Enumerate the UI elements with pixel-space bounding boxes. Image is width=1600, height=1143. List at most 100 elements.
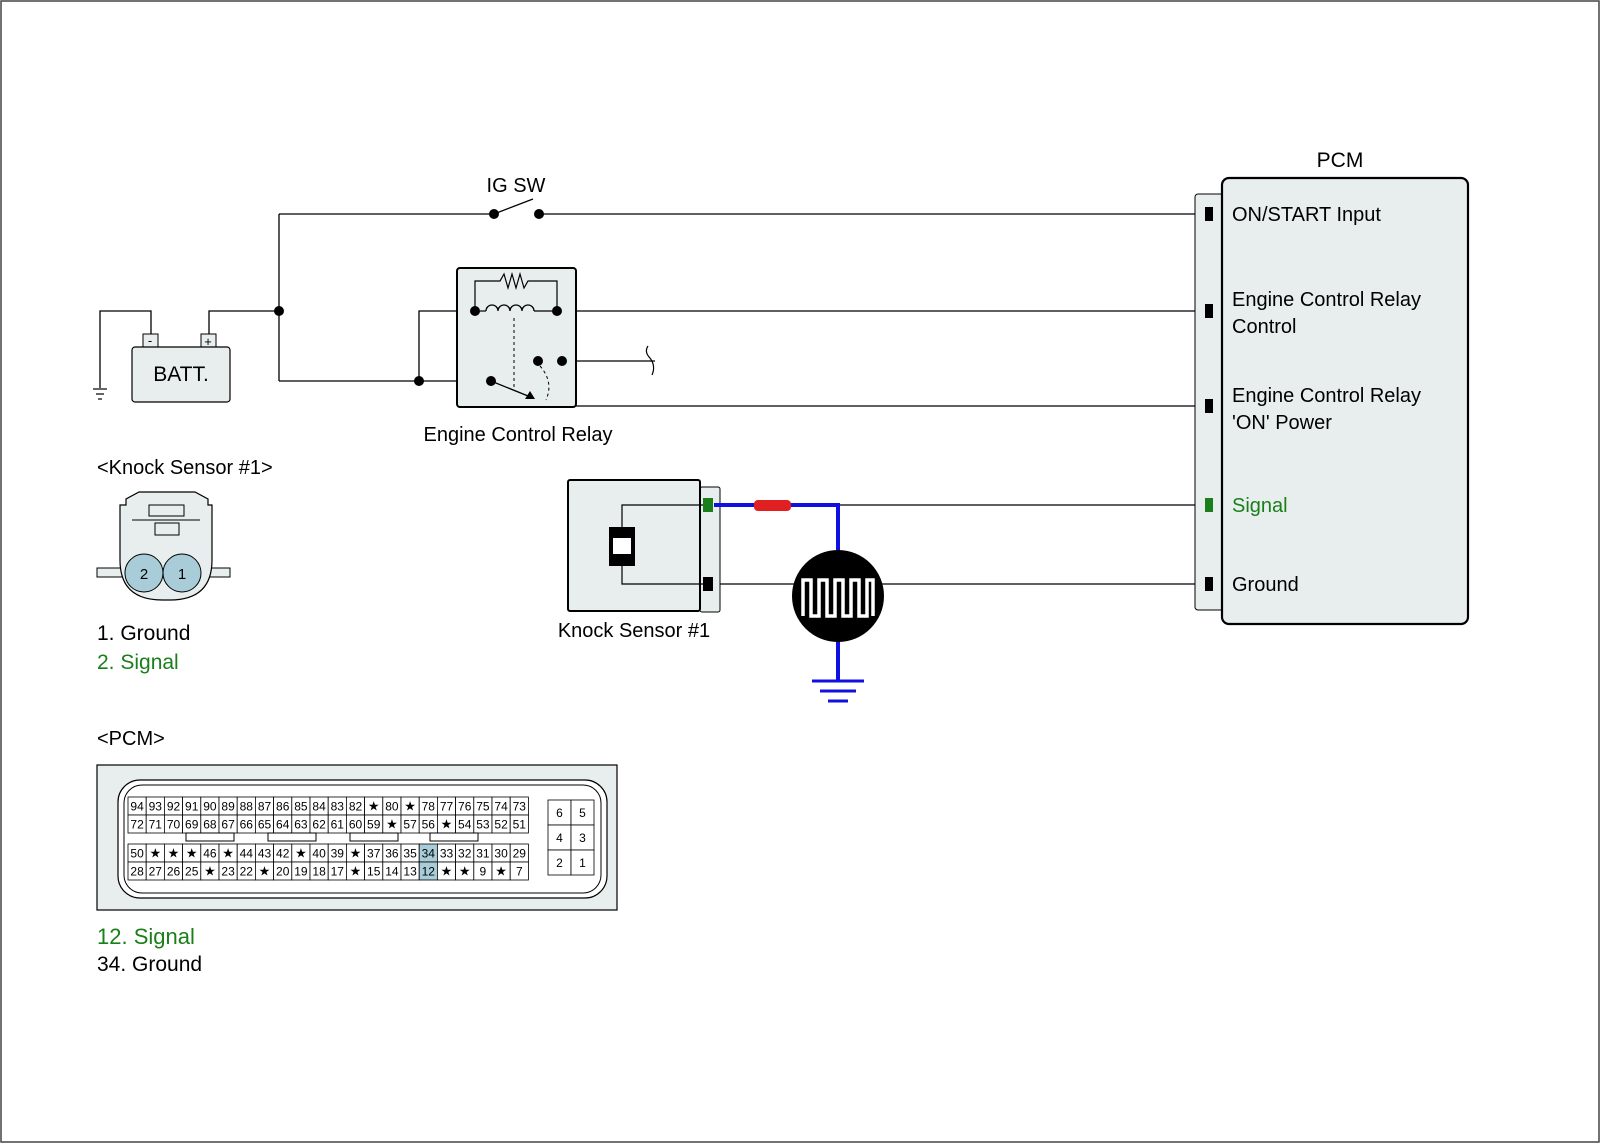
pcm-pin-number: ★	[368, 799, 380, 814]
pcm-small-pin-number: 2	[556, 856, 563, 870]
pcm-pin-number: 74	[494, 800, 508, 814]
knock-connector-pin-2: 2	[140, 566, 148, 583]
pcm-pin-number: 20	[276, 865, 290, 879]
pcm-pin-label-on-start: ON/START Input	[1232, 204, 1381, 226]
knock-sensor-connector: <Knock Sensor #1> 2 1 1. Ground 2. Signa…	[96, 457, 273, 674]
pcm-pin-number: 76	[458, 800, 472, 814]
pcm-pin-number: 87	[258, 800, 272, 814]
pcm-pin-number: ★	[441, 864, 453, 879]
pcm-pin-number: ★	[259, 864, 271, 879]
pcm-pin-number: 90	[203, 800, 217, 814]
battery: - + BATT.	[131, 333, 231, 403]
pcm-pin-number: 36	[385, 847, 399, 861]
pcm-pin-number: 62	[312, 818, 326, 832]
pcm-pin-number: 35	[403, 847, 417, 861]
pcm-pin-cell	[509, 814, 529, 834]
pcm-small-pin-number: 6	[556, 806, 563, 820]
pcm-pin-number: ★	[149, 846, 161, 861]
pcm-pin-number: 17	[331, 865, 345, 879]
pcm-pin-cell	[509, 861, 529, 881]
sensor-signal-terminal	[703, 498, 713, 512]
pcm-pin-number: ★	[168, 846, 180, 861]
pcm-pin-number: ★	[441, 817, 453, 832]
pcm-pin-number: 7	[516, 865, 523, 879]
pcm-pin-number: 80	[385, 800, 399, 814]
pcm-pin-number: 59	[367, 818, 381, 832]
wire-break-icon	[645, 345, 655, 376]
pcm-pin-number: 25	[185, 865, 199, 879]
pcm-pin-number: ★	[386, 817, 398, 832]
relay-label: Engine Control Relay	[424, 424, 613, 446]
ig-sw-label: IG SW	[487, 175, 546, 197]
pcm-pin-number: 19	[294, 865, 308, 879]
pcm-pin-number: ★	[204, 864, 216, 879]
pcm-pin-number: 37	[367, 847, 381, 861]
battery-ground-icon	[93, 388, 107, 400]
shielded-signal-wire	[714, 500, 884, 703]
pcm-pin-number: 42	[276, 847, 290, 861]
pcm-module: PCM ON/START Input Engine Control Relay …	[1194, 149, 1470, 626]
pcm-pin-number: 73	[513, 800, 527, 814]
pcm-pin-label-ground: Ground	[1232, 574, 1299, 596]
battery-plus-label: +	[204, 334, 212, 349]
pcm-pin-number: 9	[480, 865, 487, 879]
pcm-pin-number: 53	[476, 818, 490, 832]
battery-label: BATT.	[153, 363, 209, 386]
pcm-pin-number: 30	[494, 847, 508, 861]
pcm-connector-slots	[185, 832, 479, 842]
pcm-pin-number: 40	[312, 847, 326, 861]
pcm-pin-number: 63	[294, 818, 308, 832]
pcm-pin-number: 23	[221, 865, 235, 879]
pcm-pin-number: ★	[350, 864, 362, 879]
pcm-pin-number: ★	[350, 846, 362, 861]
knock-sensor-label: Knock Sensor #1	[558, 620, 710, 642]
pcm-pin-label-signal: Signal	[1232, 495, 1288, 517]
pcm-pin-number: 92	[167, 800, 181, 814]
pcm-pin-number: 12	[422, 865, 436, 879]
pcm-pin-number: 66	[240, 818, 254, 832]
pcm-pin-number: 94	[130, 800, 144, 814]
pcm-pin-number: 32	[458, 847, 472, 861]
pcm-pin-number: 56	[422, 818, 436, 832]
pcm-small-pin-number: 4	[556, 831, 563, 845]
pcm-pin-number: ★	[404, 799, 416, 814]
pcm-pin-number: 60	[349, 818, 363, 832]
pcm-pin-number: 64	[276, 818, 290, 832]
pcm-pin-number: 83	[331, 800, 345, 814]
battery-minus-label: -	[148, 333, 152, 348]
pcm-pin-number: 84	[312, 800, 326, 814]
pcm-pin-number: 61	[331, 818, 345, 832]
pcm-pin-number: ★	[222, 846, 234, 861]
pcm-small-pin-cell	[570, 849, 595, 876]
pcm-pin-number: 68	[203, 818, 217, 832]
pcm-pin-terminal-4	[1205, 498, 1213, 512]
engine-control-relay: Engine Control Relay	[424, 267, 613, 446]
pcm-pin-number: 51	[513, 818, 527, 832]
pcm-small-pin-number: 3	[579, 831, 586, 845]
shield-signal-icon	[792, 550, 884, 642]
pcm-pin-number: 29	[513, 847, 527, 861]
pcm-pin-number: ★	[186, 846, 198, 861]
pcm-pin-number: 34	[422, 847, 436, 861]
pcm-pin-number: 67	[221, 818, 235, 832]
pcm-pin-terminal-2	[1205, 304, 1213, 318]
pcm-pin-number: 93	[149, 800, 163, 814]
pcm-pin-number: 54	[458, 818, 472, 832]
pcm-pin-number: 91	[185, 800, 199, 814]
pcm-label: PCM	[1317, 149, 1364, 172]
pcm-pin-number: 22	[240, 865, 254, 879]
knock-connector-title: <Knock Sensor #1>	[97, 457, 273, 479]
pcm-legend-ground: 34. Ground	[97, 953, 202, 976]
knock-legend-ground: 1. Ground	[97, 622, 190, 645]
pcm-pin-number: 65	[258, 818, 272, 832]
pcm-pin-number: 77	[440, 800, 454, 814]
twisted-pair-marker	[754, 500, 791, 511]
pcm-pin-number: 39	[331, 847, 345, 861]
pcm-pin-number: 43	[258, 847, 272, 861]
pcm-pin-number: 33	[440, 847, 454, 861]
junction-dots	[274, 306, 424, 386]
pcm-pin-number: 75	[476, 800, 490, 814]
